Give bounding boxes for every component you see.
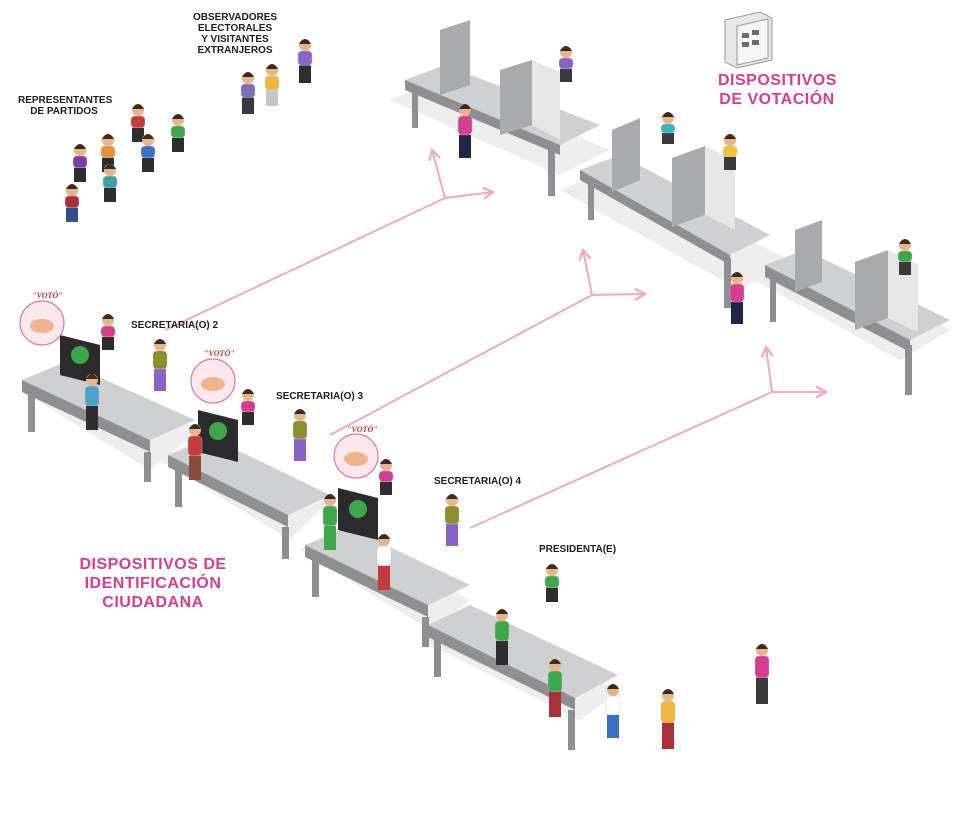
person <box>754 644 770 704</box>
voto-text-3: "VOTÓ" <box>204 348 235 358</box>
dispositivos-votacion-heading: DISPOSITIVOS DE VOTACIÓN <box>718 72 837 108</box>
person <box>457 104 473 158</box>
president-table <box>428 605 618 750</box>
person <box>102 164 118 202</box>
arrow-to-booth-1 <box>164 197 446 331</box>
person <box>84 374 100 430</box>
arrow-to-booth-3 <box>469 391 773 529</box>
person <box>544 564 560 602</box>
secretaria-3-label: SECRETARIA(O) 3 <box>276 391 364 402</box>
person <box>187 424 203 480</box>
person <box>240 72 256 114</box>
representantes-label: REPRESENTANTES DE PARTIDOS <box>18 95 113 117</box>
person <box>130 104 146 142</box>
secretaria-4-label: SECRETARIA(O) 4 <box>434 476 522 487</box>
person <box>547 659 563 717</box>
voto-text-2: "VOTÓ" <box>32 290 63 300</box>
id-table-3 <box>168 410 330 559</box>
person <box>660 689 676 749</box>
person <box>376 534 392 590</box>
person <box>558 46 574 82</box>
person <box>897 239 913 275</box>
person <box>72 144 88 182</box>
secretaria-2-label: SECRETARIA(O) 2 <box>131 320 219 331</box>
observadores-label: OBSERVADORES ELECTORALES Y VISITANTES EX… <box>192 12 278 56</box>
person <box>264 64 280 106</box>
voto-badge-3: "VOTÓ" <box>190 348 236 404</box>
flow-arrows <box>164 147 829 529</box>
voting-table-3 <box>765 220 950 395</box>
voto-badge-2: "VOTÓ" <box>19 290 65 346</box>
presidenta-label: PRESIDENTA(E) <box>539 544 617 555</box>
person <box>152 339 168 391</box>
people <box>64 39 913 749</box>
person <box>297 39 313 83</box>
person <box>444 494 460 546</box>
voting-device-icon <box>724 11 773 69</box>
dispositivos-identificacion-heading: DISPOSITIVOS DE IDENTIFICACIÓN CIUDADANA <box>79 556 227 611</box>
person <box>64 184 80 222</box>
voto-badge-4: "VOTÓ" <box>333 424 379 479</box>
person <box>140 134 156 172</box>
person <box>660 112 676 144</box>
person <box>292 409 308 461</box>
arrow-to-booth-2 <box>329 294 593 436</box>
person <box>605 684 621 738</box>
person <box>494 609 510 665</box>
person <box>240 389 256 425</box>
voting-table-1 <box>405 20 600 196</box>
person <box>170 114 186 152</box>
person <box>729 272 745 324</box>
person <box>322 494 338 550</box>
person <box>378 459 394 495</box>
voto-text-4: "VOTÓ" <box>347 424 378 434</box>
person <box>100 314 116 350</box>
person <box>722 134 738 170</box>
